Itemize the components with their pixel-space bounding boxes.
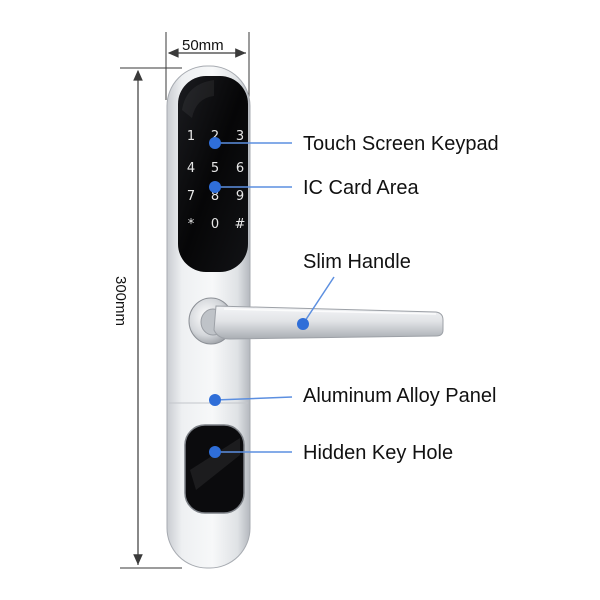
key-hole-cover bbox=[184, 424, 245, 514]
touch-screen-keypad-dot bbox=[209, 137, 221, 149]
height-dimension-label: 300mm bbox=[112, 276, 129, 327]
touch-screen bbox=[178, 76, 248, 272]
slim-handle-lever bbox=[213, 305, 444, 340]
keypad-key-star: * bbox=[188, 217, 195, 232]
keypad: 1 2 3 4 5 6 7 8 9 * 0 # bbox=[187, 129, 246, 232]
keypad-key-7: 7 bbox=[187, 189, 195, 204]
aluminum-alloy-panel-dot bbox=[209, 394, 221, 406]
keypad-key-9: 9 bbox=[236, 189, 244, 204]
keypad-key-2: 2 bbox=[211, 129, 219, 144]
keypad-key-3: 3 bbox=[236, 129, 244, 144]
ic-card-area-dot bbox=[209, 181, 221, 193]
keypad-key-4: 4 bbox=[187, 161, 195, 176]
width-dimension bbox=[165, 32, 250, 100]
slim-handle-label: Slim Handle bbox=[303, 251, 411, 273]
callout-pointers bbox=[209, 137, 335, 458]
keypad-key-0: 0 bbox=[211, 217, 219, 232]
aluminum-alloy-panel-label: Aluminum Alloy Panel bbox=[303, 385, 497, 407]
touch-screen-keypad-label: Touch Screen Keypad bbox=[303, 133, 499, 155]
height-dimension bbox=[120, 67, 182, 569]
hidden-key-hole-label: Hidden Key Hole bbox=[303, 442, 454, 464]
keypad-key-hash: # bbox=[235, 217, 246, 232]
hidden-key-hole-dot bbox=[209, 446, 221, 458]
width-dimension-label: 50mm bbox=[182, 37, 224, 54]
keypad-key-6: 6 bbox=[236, 161, 244, 176]
keypad-key-5: 5 bbox=[211, 161, 219, 176]
keypad-key-1: 1 bbox=[187, 129, 195, 144]
keypad-key-8: 8 bbox=[211, 189, 219, 204]
lock-body: 1 2 3 4 5 6 7 8 9 * 0 # bbox=[166, 65, 444, 569]
slim-handle-dot bbox=[297, 318, 309, 330]
ic-card-area-label: IC Card Area bbox=[303, 177, 419, 199]
